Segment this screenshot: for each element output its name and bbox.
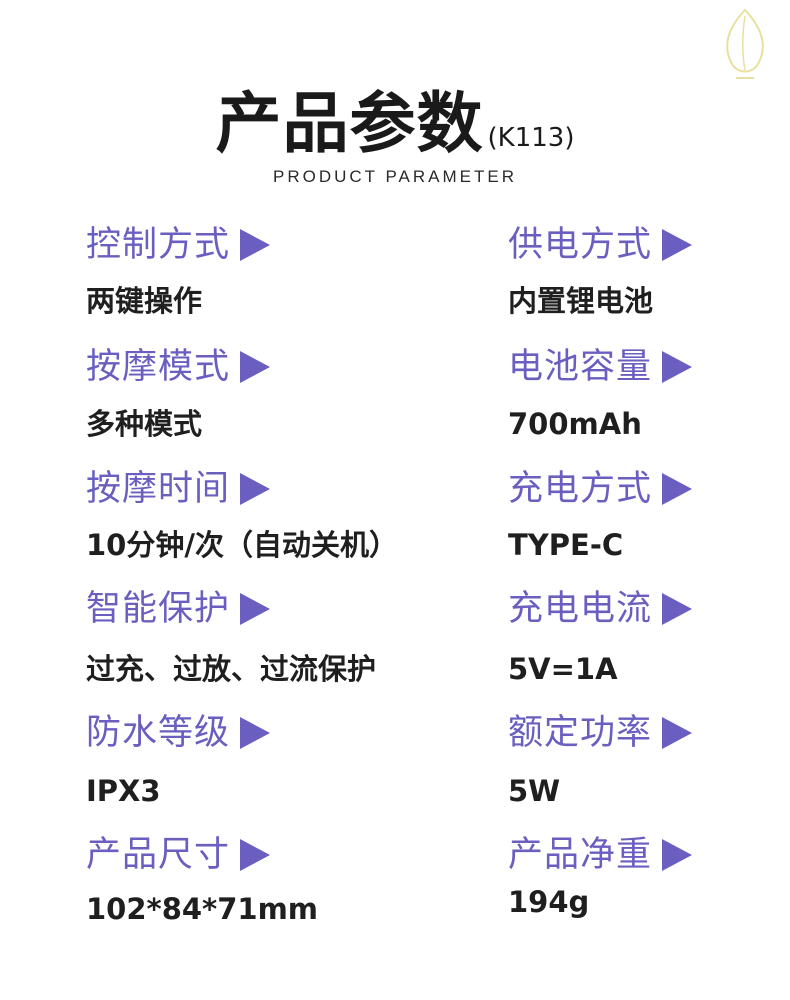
play-arrow-icon <box>240 717 271 749</box>
play-arrow-icon <box>662 351 693 383</box>
param-value: 两键操作 <box>86 284 203 318</box>
play-arrow-icon <box>240 351 271 383</box>
param-label: 充电方式 <box>508 469 653 509</box>
param-value: IPX3 <box>86 774 161 808</box>
param-label: 产品净重 <box>508 835 653 875</box>
param-charging-method: 充电方式 <box>508 467 693 511</box>
param-label: 智能保护 <box>86 589 231 629</box>
param-value: 194g <box>508 885 590 919</box>
param-rated-power: 额定功率 <box>508 711 693 755</box>
param-net-weight: 产品净重 <box>508 833 693 877</box>
param-value: TYPE-C <box>508 528 624 562</box>
param-charging-current: 充电电流 <box>508 587 693 631</box>
param-value: 内置锂电池 <box>508 284 654 318</box>
play-arrow-icon <box>662 229 693 261</box>
param-control-mode: 控制方式 <box>86 223 271 267</box>
param-value: 5W <box>508 774 561 808</box>
play-arrow-icon <box>662 717 693 749</box>
param-label: 产品尺寸 <box>86 835 231 875</box>
play-arrow-icon <box>240 839 271 871</box>
leaf-logo-icon <box>726 8 764 79</box>
param-label: 充电电流 <box>508 589 653 629</box>
param-label: 防水等级 <box>86 713 231 753</box>
param-power-supply: 供电方式 <box>508 223 693 267</box>
param-battery-capacity: 电池容量 <box>508 345 693 389</box>
param-label: 按摩模式 <box>86 347 231 387</box>
play-arrow-icon <box>240 593 271 625</box>
play-arrow-icon <box>662 473 693 505</box>
param-smart-protection: 智能保护 <box>86 587 271 631</box>
param-value: 过充、过放、过流保护 <box>86 652 377 686</box>
title-text: 产品参数 <box>215 85 484 162</box>
model-number: (K113) <box>487 123 575 153</box>
param-value: 102*84*71mm <box>86 892 319 926</box>
param-product-size: 产品尺寸 <box>86 833 271 877</box>
param-label: 控制方式 <box>86 225 231 265</box>
param-label: 额定功率 <box>508 713 653 753</box>
param-value: 700mAh <box>508 407 642 441</box>
play-arrow-icon <box>240 229 271 261</box>
page-subtitle: PRODUCT PARAMETER <box>272 167 517 186</box>
param-label: 电池容量 <box>508 347 653 387</box>
param-waterproof-level: 防水等级 <box>86 711 271 755</box>
play-arrow-icon <box>662 593 693 625</box>
param-massage-mode: 按摩模式 <box>86 345 271 389</box>
play-arrow-icon <box>662 839 693 871</box>
param-value: 5V=1A <box>508 652 618 686</box>
param-value: 多种模式 <box>86 407 203 441</box>
param-massage-time: 按摩时间 <box>86 467 271 511</box>
param-label: 按摩时间 <box>86 469 231 509</box>
param-value: 10分钟/次（自动关机） <box>86 528 398 562</box>
page-title: 产品参数(K113) <box>0 70 790 166</box>
param-label: 供电方式 <box>508 225 653 265</box>
play-arrow-icon <box>240 473 271 505</box>
